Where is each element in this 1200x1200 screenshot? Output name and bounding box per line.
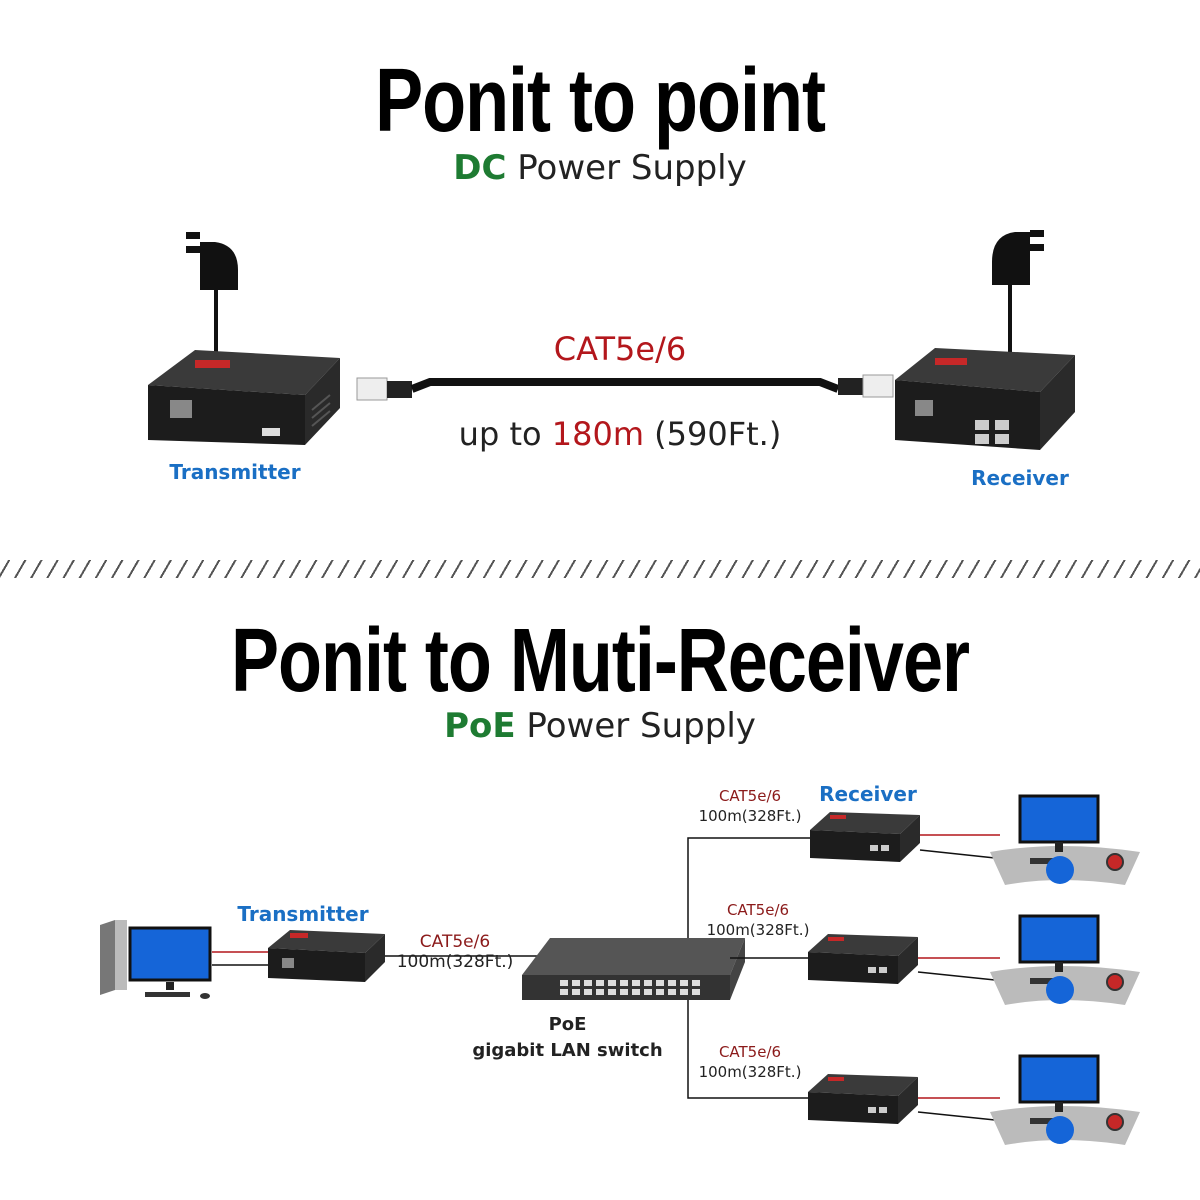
- workstation-3: [990, 1054, 1140, 1145]
- switch-links: [687, 837, 810, 1099]
- section1-subtitle: DC Power Supply: [0, 148, 1200, 188]
- workstation-2: [990, 914, 1140, 1005]
- power-plug-icon-left: [186, 232, 238, 360]
- distance-label: up to 180m (590Ft.): [0, 415, 1200, 453]
- section2-subtitle-rest: Power Supply: [515, 706, 756, 746]
- receiver-label: Receiver: [971, 466, 1069, 490]
- receiver-label-2: Receiver: [819, 782, 917, 806]
- receiver-device: [895, 348, 1075, 450]
- section2-title: Ponit to Muti-Receiver: [230, 611, 970, 711]
- receiver-device-1: [810, 812, 920, 862]
- transmitter-label-2: Transmitter: [237, 902, 369, 926]
- receiver-device-3: [808, 1074, 918, 1124]
- workstation-1: [990, 794, 1140, 885]
- transmitter-device: [148, 350, 340, 445]
- poe-label: PoE: [444, 706, 516, 746]
- section2-subtitle: PoE Power Supply: [0, 706, 1200, 746]
- section1-title: Ponit to point: [375, 51, 826, 151]
- receiver-device-2: [808, 934, 918, 984]
- transmitter-device-small: [268, 930, 385, 982]
- dc-label: DC: [453, 148, 507, 188]
- distance-value: 180m: [551, 415, 644, 453]
- cat-cable: [356, 374, 894, 401]
- section-divider: [0, 560, 1200, 578]
- section1-subtitle-rest: Power Supply: [506, 148, 747, 188]
- distance-prefix: up to: [458, 415, 552, 453]
- source-pc: [100, 920, 212, 999]
- transmitter-label: Transmitter: [169, 460, 301, 484]
- distance-suffix: (590Ft.): [643, 415, 782, 453]
- poe-switch: [522, 938, 745, 1000]
- cable-type-label: CAT5e/6: [553, 330, 687, 368]
